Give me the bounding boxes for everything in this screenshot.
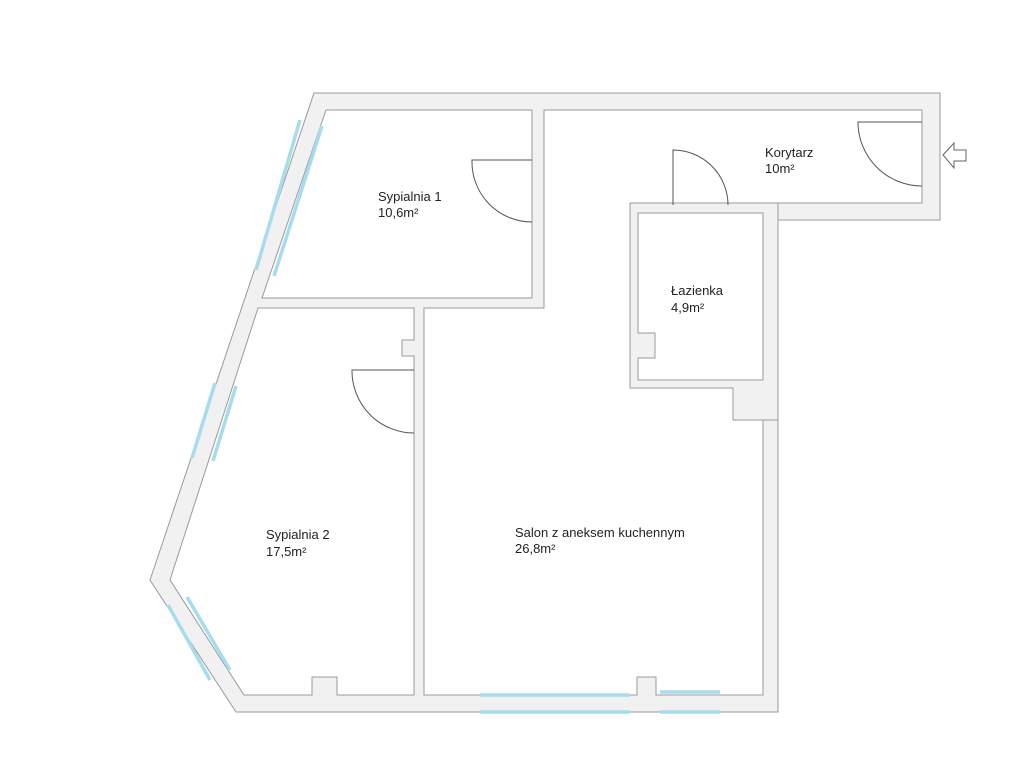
- door-sypialnia-2: [351, 369, 415, 434]
- room-sypialnia-2: [169, 307, 415, 696]
- door-lazienka: [672, 149, 729, 206]
- room-korytarz-salon: [423, 109, 923, 696]
- window: [166, 604, 212, 681]
- window: [254, 119, 302, 271]
- room-name: Korytarz: [765, 145, 813, 160]
- room-area: 17,5m²: [266, 544, 307, 559]
- doors: [351, 121, 923, 434]
- room-area: 4,9m²: [671, 300, 705, 315]
- room-area: 10m²: [765, 161, 795, 176]
- room-lazienka: [637, 212, 764, 381]
- entrance-arrow-icon: [942, 141, 967, 170]
- room-area: 26,8m²: [515, 541, 556, 556]
- window: [211, 385, 238, 462]
- room-name: Łazienka: [671, 283, 724, 298]
- window: [272, 125, 324, 277]
- windows: [166, 119, 720, 714]
- window: [190, 382, 217, 459]
- window: [185, 596, 232, 671]
- door-entrance: [857, 121, 923, 187]
- room-area: 10,6m²: [378, 205, 419, 220]
- door-sypialnia-1: [471, 159, 533, 223]
- room-name: Sypialnia 2: [266, 527, 330, 542]
- room-name: Salon z aneksem kuchennym: [515, 525, 685, 540]
- room-sypialnia-1: [261, 109, 533, 299]
- room-name: Sypialnia 1: [378, 189, 442, 204]
